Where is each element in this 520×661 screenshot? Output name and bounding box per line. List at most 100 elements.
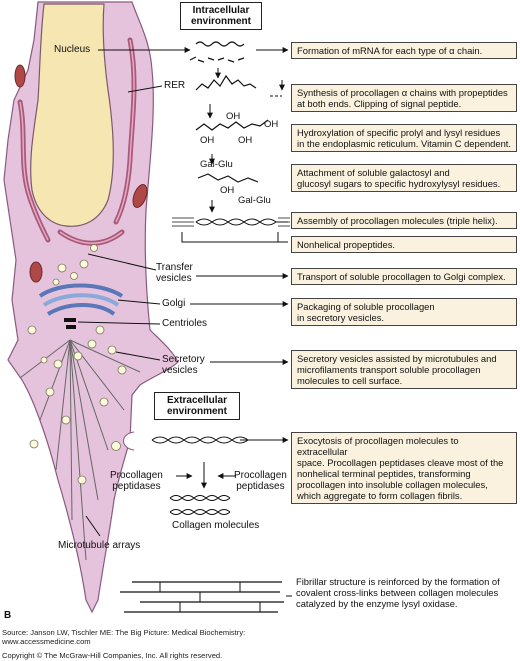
golgi-label: Golgi (162, 298, 186, 309)
galglu-label-1: Gal-Glu (200, 159, 233, 170)
intracellular-header: Intracellular environment (180, 2, 262, 30)
step-box-transport: Transport of soluble procollagen to Golg… (291, 268, 517, 285)
centrioles-label: Centrioles (162, 318, 208, 329)
step-secretory-line2: microfilaments transport soluble procoll… (297, 364, 481, 375)
fibril-lines (120, 581, 284, 613)
step-secretory-line1: Secretory vesicles assisted by microtubu… (297, 353, 497, 364)
transfer-vesicles-line2: vesicles (156, 273, 192, 284)
collagen-molecule-helices (169, 495, 231, 515)
step-fibrillar-line2: covalent cross-links between collagen mo… (296, 587, 499, 598)
fibril-crosslinks (159, 582, 261, 612)
step-secretory-line3: molecules to cell surface. (297, 375, 403, 386)
copyright-line: Copyright © The McGraw-Hill Companies, I… (2, 651, 223, 660)
intracellular-header-line1: Intracellular (192, 5, 250, 16)
polypeptide-chain (195, 74, 257, 91)
step-box-secretory: Secretory vesicles assisted by microtubu… (291, 350, 517, 389)
golgi-stack-3 (46, 303, 116, 316)
transfer-vesicles-line1: Transfer (156, 262, 193, 273)
transfer-leader (87, 253, 157, 271)
mitochondrion-3 (29, 261, 43, 283)
peptidases-right-line1: Procollagen (234, 470, 287, 481)
procollagen-triple-helix (195, 218, 277, 226)
step-glycosylation-line1: Attachment of soluble galactosyl and (297, 167, 450, 178)
oh-label-3: OH (200, 135, 215, 146)
transfer-vesicles-label: Transfer vesicles (156, 262, 193, 284)
mrna-wave (195, 41, 245, 47)
peptidases-left-line1: Procollagen (110, 470, 163, 481)
extracellular-header-line1: Extracellular (166, 395, 228, 406)
centriole-1 (64, 318, 76, 322)
propeptide-bracket (181, 232, 279, 243)
procollagen-peptidases-left-label: Procollagen peptidases (110, 470, 163, 492)
oh-label-5: OH (220, 185, 235, 196)
nucleus (30, 3, 114, 227)
peptidases-left-line2: peptidases (112, 481, 161, 492)
step-exocytosis-line5: which aggregate to form collagen fibrils… (297, 490, 463, 501)
rer-label: RER (164, 80, 186, 91)
step-box-synthesis: Synthesis of procollagen α chains with p… (291, 84, 517, 112)
step-box-glycosylation: Attachment of soluble galactosyl and glu… (291, 164, 517, 192)
step-fibrillar-line3: catalyzed by the enzyme lysyl oxidase. (296, 598, 458, 609)
rer-right-strand-inner (115, 39, 135, 223)
intracellular-header-line2: environment (190, 16, 251, 27)
step-hydroxylation-line1: Hydroxylation of specific prolyl and lys… (297, 127, 501, 138)
step-box-mrna: Formation of mRNA for each type of α cha… (291, 42, 517, 59)
oh-label-1: OH (226, 111, 241, 122)
secretory-leader (115, 351, 161, 361)
step-box-assembly: Assembly of procollagen molecules (tripl… (291, 212, 517, 229)
golgi-stack-2 (42, 293, 120, 307)
step-assembly-line1: Assembly of procollagen molecules (tripl… (297, 215, 498, 226)
step-exocytosis-line3: nonhelical terminal peptides, transformi… (297, 468, 471, 479)
secretory-vesicles-line1: Secretory (162, 354, 205, 365)
exocytosis-pore (123, 431, 135, 451)
mitochondrion-2 (132, 184, 148, 208)
procollagen-peptidases-right-label: Procollagen peptidases (234, 470, 287, 492)
step-packaging-line1: Packaging of soluble procollagen (297, 301, 435, 312)
rer-leader (127, 85, 163, 93)
microtubule-arrays-label: Microtubule arrays (58, 540, 141, 551)
mitochondrion-1 (14, 64, 26, 88)
panel-letter: B (4, 610, 12, 621)
step-fibrillar-line1: Fibrillar structure is reinforced by the… (296, 576, 500, 587)
step-synthesis-line1: Synthesis of procollagen α chains with p… (297, 87, 508, 98)
peptidases-right-line2: peptidases (236, 481, 285, 492)
step-glycosylation-line2: glucosyl sugars to specific hydroxylysyl… (297, 178, 501, 189)
source-line-2: www.accessmedicine.com (2, 637, 91, 646)
rer-left-strand-inner (19, 101, 49, 241)
step-box-fibrillar: Fibrillar structure is reinforced by the… (291, 574, 517, 611)
source-line-1: Source: Janson LW, Tischler ME: The Big … (2, 628, 246, 637)
step-exocytosis-line2: space. Procollagen peptidases cleave mos… (297, 457, 504, 468)
golgi-leader (117, 299, 161, 305)
mrna-fragments (189, 56, 245, 63)
galglu-label-2: Gal-Glu (238, 195, 271, 206)
hydroxylated-chain (195, 119, 269, 131)
step-exocytosis-line1: Exocytosis of procollagen molecules to e… (297, 435, 459, 457)
secretory-vesicles-line2: vesicles (162, 365, 198, 376)
centriole-leader (77, 321, 161, 325)
step-transport-line1: Transport of soluble procollagen to Golg… (297, 271, 506, 282)
extracellular-header-line2: environment (166, 406, 227, 417)
step-box-exocytosis: Exocytosis of procollagen molecules to e… (291, 432, 517, 504)
secretory-vesicles-label: Secretory vesicles (162, 354, 205, 376)
step-box-packaging: Packaging of soluble procollagen in secr… (291, 298, 517, 326)
glycosylated-chain (197, 173, 259, 183)
vesicles (27, 244, 127, 485)
rer-bottom-strand-inner (59, 231, 123, 244)
microtubule-leader (85, 515, 101, 537)
step-box-hydroxylation: Hydroxylation of specific prolyl and lys… (291, 124, 517, 152)
step-synthesis-line2: at both ends. Clipping of signal peptide… (297, 98, 462, 109)
oh-label-2: OH (264, 119, 279, 130)
step-hydroxylation-line2: in the endoplasmic reticulum. Vitamin C … (297, 138, 512, 149)
propeptide-ends-left (172, 217, 194, 227)
step-exocytosis-line4: procollagen into insoluble collagen mole… (297, 479, 488, 490)
nucleus-label: Nucleus (54, 44, 91, 55)
extracellular-procollagen-helix (151, 436, 249, 444)
oh-label-4: OH (238, 135, 253, 146)
centriole-2 (66, 325, 76, 329)
extracellular-header: Extracellular environment (154, 392, 240, 420)
step-packaging-line2: in secretory vesicles. (297, 312, 385, 323)
golgi-stack-1 (38, 283, 124, 298)
step-box-propeptides: Nonhelical propeptides. (291, 236, 517, 253)
step-mrna-line1: Formation of mRNA for each type of α cha… (297, 45, 483, 56)
